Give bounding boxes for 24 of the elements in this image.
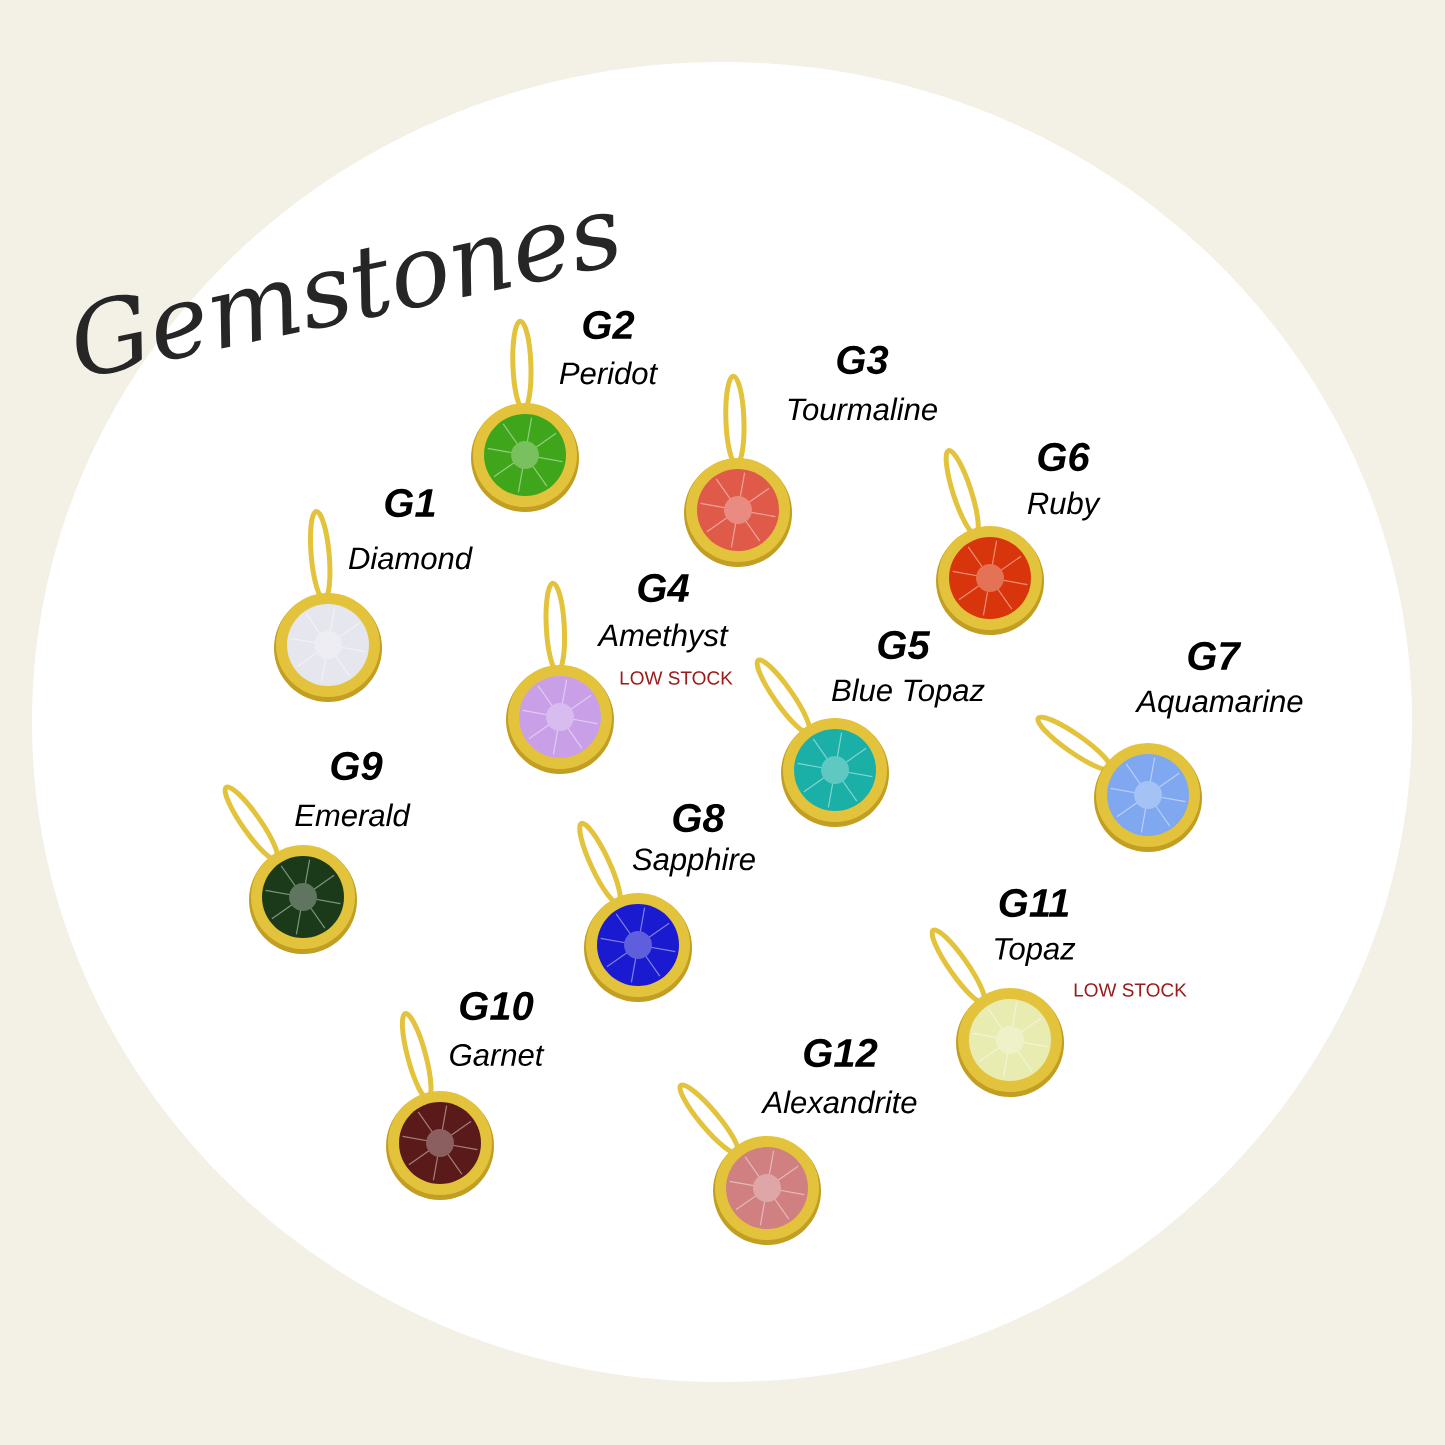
code-label: G1 <box>385 488 435 518</box>
gem-name: Emerald <box>295 803 411 827</box>
code-label: G7 <box>1188 641 1242 671</box>
gem-name: Tourmaline <box>788 397 937 421</box>
gem-name: Aquamarine <box>1134 689 1303 719</box>
gem-name: Diamond <box>348 546 473 570</box>
stock-note: LOW STOCK <box>1074 983 1187 997</box>
stock-note: LOW STOCK <box>620 671 733 685</box>
gem-name: Alexandrite <box>760 1090 917 1114</box>
gem-name: Ruby <box>1027 491 1101 521</box>
gem-name: Garnet <box>450 1044 545 1066</box>
gem-name: Sapphire <box>632 847 755 877</box>
code-label: G8 <box>673 803 725 833</box>
gem-name: Blue Topaz <box>832 678 985 708</box>
code-label: G5 <box>878 630 931 660</box>
code-label: G4 <box>638 573 689 603</box>
code-label: G9 <box>331 751 383 781</box>
gem-name: Topaz <box>995 938 1076 966</box>
code-label: G10 <box>460 991 534 1021</box>
code-label: G12 <box>804 1038 878 1068</box>
gem-name: Amethyst <box>596 623 729 653</box>
code-label: G6 <box>1038 442 1090 472</box>
code-label: G3 <box>837 345 889 375</box>
code-label: G11 <box>999 888 1069 918</box>
